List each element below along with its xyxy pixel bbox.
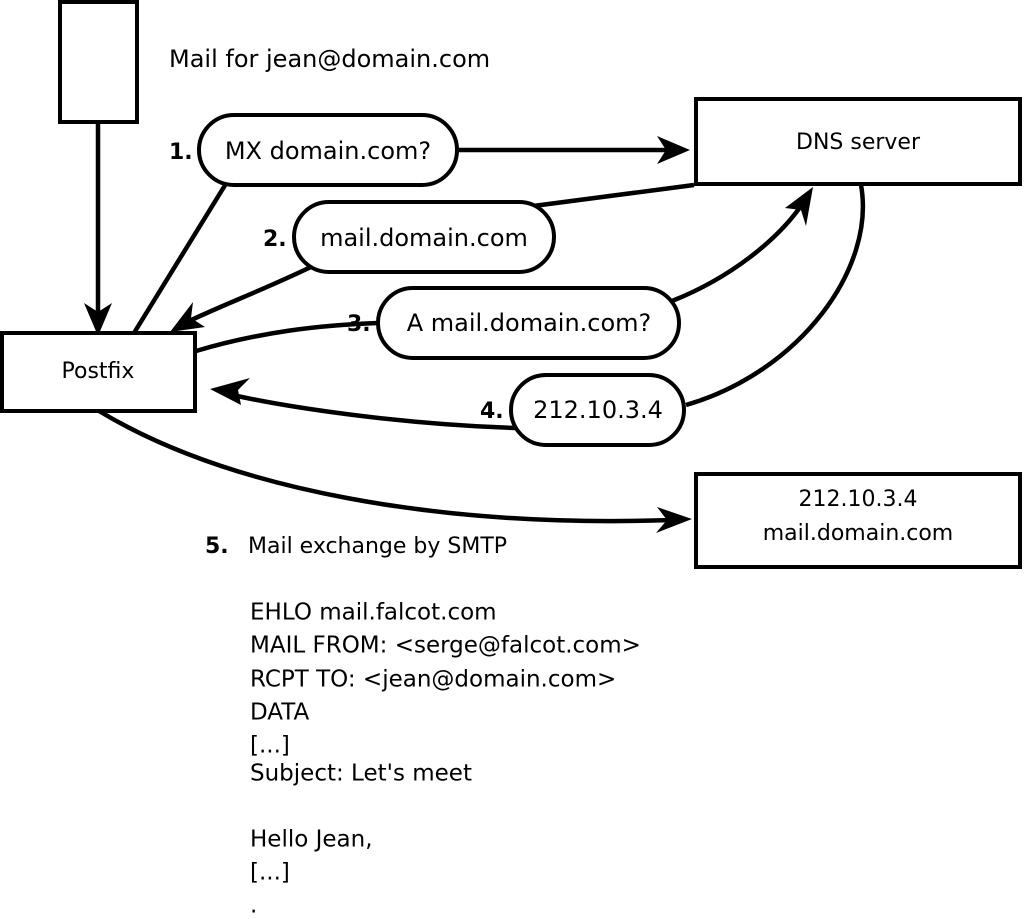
edge-a-answer-to-postfix xyxy=(210,378,516,431)
transcript-line: [...] xyxy=(250,733,290,759)
step-5-caption: Mail exchange by SMTP xyxy=(248,534,507,559)
edge-mx-answer-to-postfix xyxy=(170,262,316,332)
step-number-5: 5. xyxy=(205,534,229,559)
bubble-step-4-label: 212.10.3.4 xyxy=(533,396,663,424)
node-mail-server-ip: 212.10.3.4 xyxy=(799,487,918,512)
step-number-1: 1. xyxy=(169,140,193,165)
node-postfix: Postfix xyxy=(0,331,197,413)
transcript-line: Subject: Let's meet xyxy=(250,761,472,787)
edge-client-to-postfix xyxy=(84,123,112,336)
client-box xyxy=(58,0,139,124)
transcript-line: RCPT TO: <jean@domain.com> xyxy=(250,667,616,693)
bubble-step-1-label: MX domain.com? xyxy=(225,137,431,165)
step-number-2: 2. xyxy=(263,227,287,252)
node-postfix-label: Postfix xyxy=(62,359,135,384)
transcript-line: [...] xyxy=(250,860,290,886)
bubble-step-3: A mail.domain.com? xyxy=(376,286,681,360)
edge-postfix-to-a-query xyxy=(195,320,379,354)
edge-postfix-to-mail-server xyxy=(97,409,692,533)
bubble-step-1: MX domain.com? xyxy=(197,113,459,187)
node-mail-server: 212.10.3.4 mail.domain.com xyxy=(694,472,1022,569)
transcript-line: Hello Jean, xyxy=(250,827,373,853)
bubble-step-3-label: A mail.domain.com? xyxy=(407,309,652,337)
bubble-step-4: 212.10.3.4 xyxy=(509,373,686,447)
edge-dns-to-mx-answer xyxy=(517,182,695,211)
edge-mx-query-to-dns xyxy=(458,136,690,164)
transcript-line: MAIL FROM: <serge@falcot.com> xyxy=(250,633,641,659)
transcript-line: EHLO mail.falcot.com xyxy=(250,600,497,626)
step-number-4: 4. xyxy=(480,399,504,424)
edge-a-query-to-dns xyxy=(671,187,813,304)
headline-mail-for: Mail for jean@domain.com xyxy=(169,45,490,73)
transcript-line: DATA xyxy=(250,700,310,726)
edge-postfix-to-mx-query xyxy=(132,180,229,335)
edge-dns-to-a-answer xyxy=(685,184,866,408)
node-dns-server-label: DNS server xyxy=(796,130,921,155)
transcript-line: . xyxy=(250,893,257,919)
bubble-step-2: mail.domain.com xyxy=(292,200,556,274)
bubble-step-2-label: mail.domain.com xyxy=(320,224,528,252)
smtp-transcript: EHLO mail.falcot.com MAIL FROM: <serge@f… xyxy=(250,600,641,919)
node-dns-server: DNS server xyxy=(694,97,1022,186)
node-mail-server-hostname: mail.domain.com xyxy=(763,521,954,546)
step-number-3: 3. xyxy=(347,312,371,337)
